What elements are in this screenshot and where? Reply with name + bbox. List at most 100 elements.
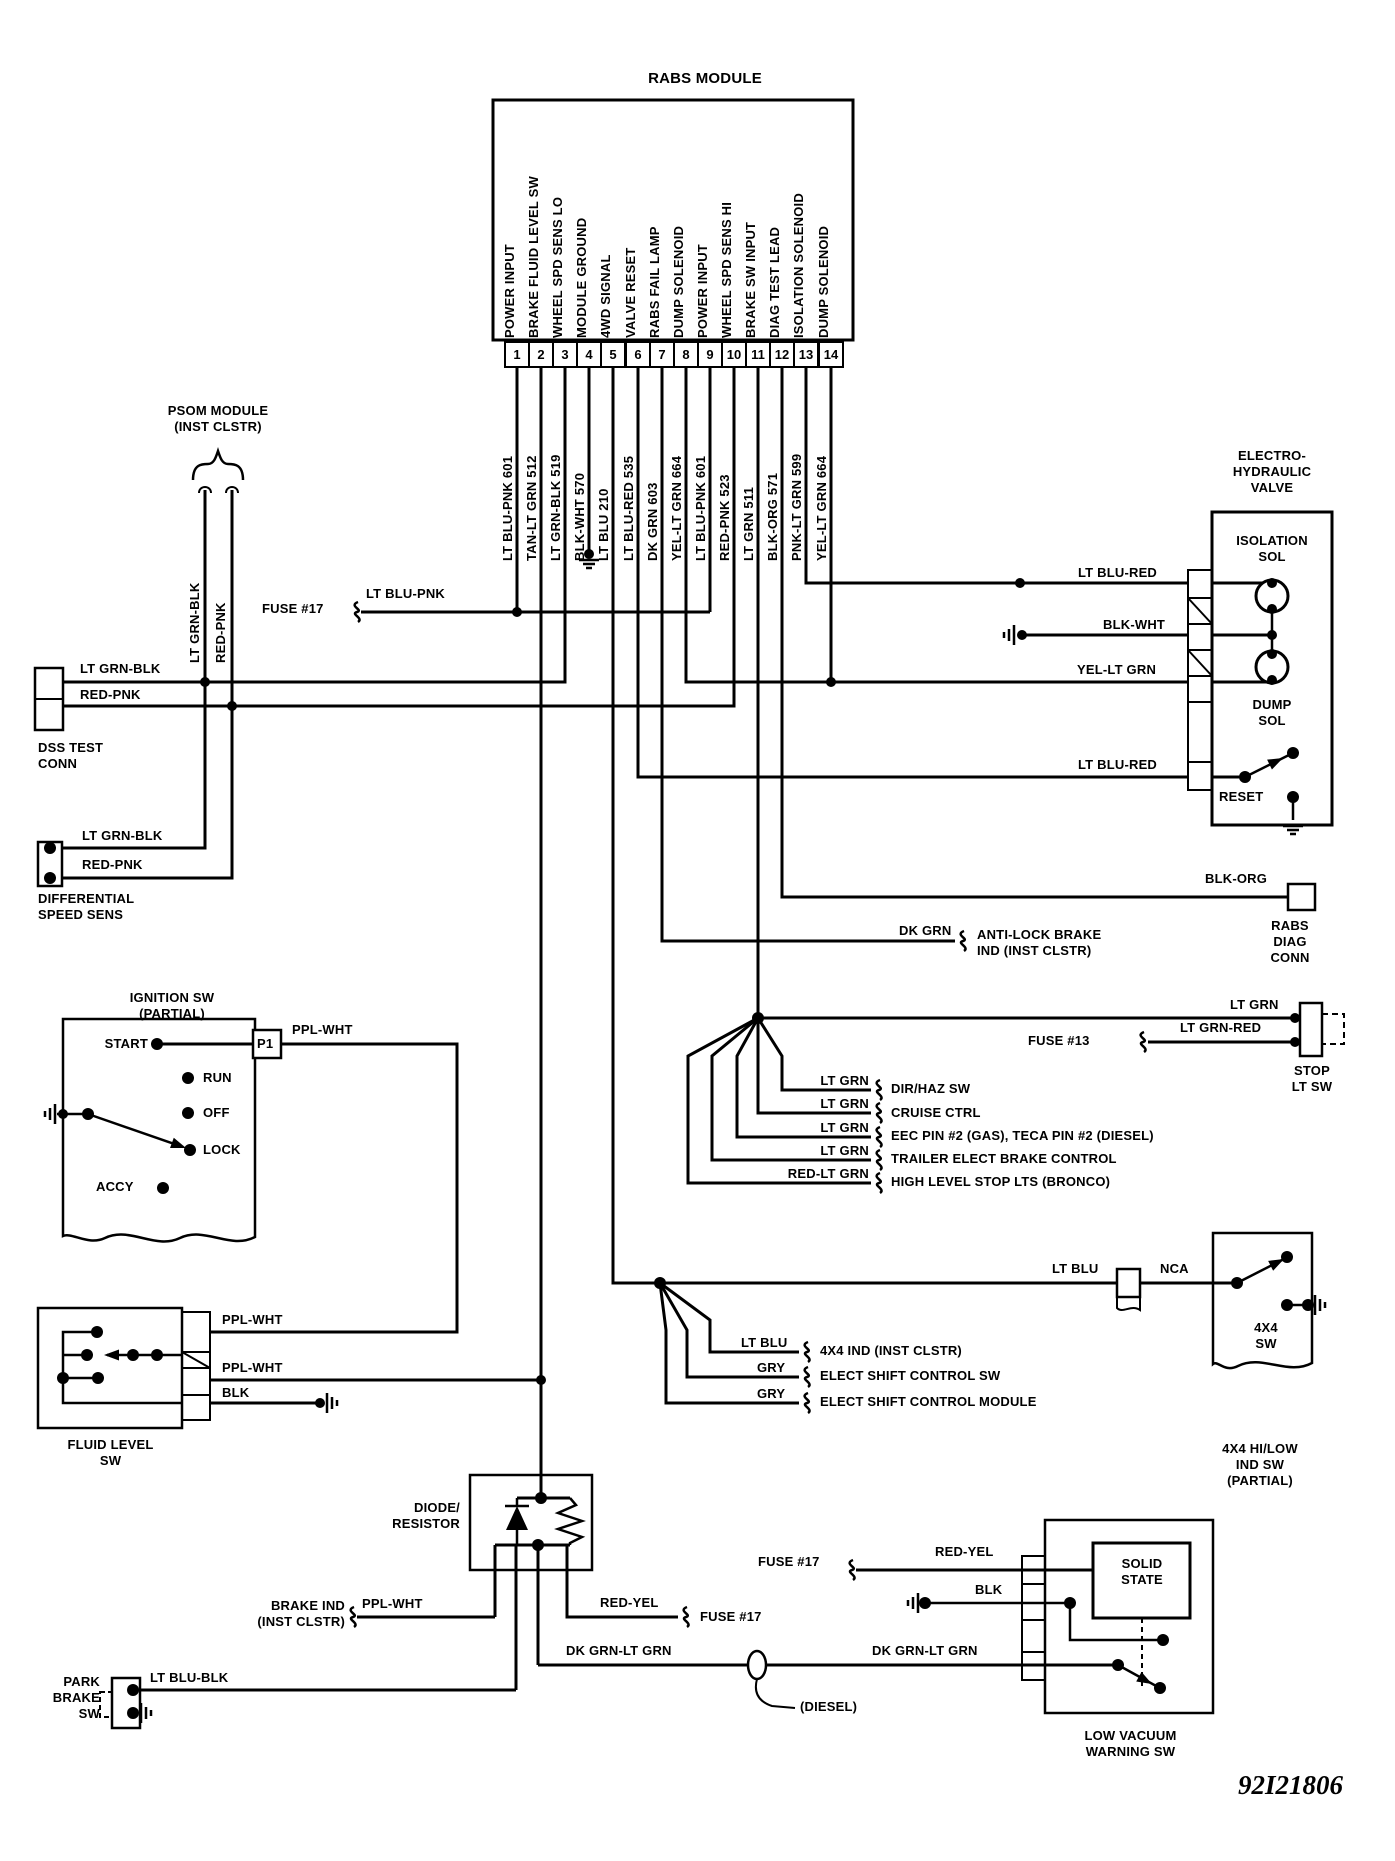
dss-wire-redpnk: RED-PNK [80, 687, 141, 702]
diesel-inline-connector [746, 1649, 768, 1681]
solid-state-label: SOLID STATE [1121, 1556, 1163, 1587]
pin-number-13: 13 [798, 347, 814, 362]
ehv-wire-ltblured-2: LT BLU-RED [1078, 757, 1158, 772]
harness-squiggles [349, 600, 1147, 1629]
pin-name-3: WHEEL SPD SENS LO [550, 196, 565, 338]
ehv-title: ELECTRO- HYDRAULIC VALVE [1232, 448, 1312, 495]
fuse17-top-wire-label: LT BLU-PNK [366, 586, 446, 601]
redyel-mid-label: RED-YEL [600, 1595, 659, 1610]
ignition-accy-label: ACCY [96, 1179, 134, 1194]
pin-number-14: 14 [823, 347, 839, 362]
pin-number-8: 8 [682, 347, 690, 362]
pin-number-12: 12 [774, 347, 790, 362]
diode-resistor-label: DIODE/ RESISTOR [392, 1500, 460, 1531]
pin-name-13: ISOLATION SOLENOID [791, 193, 806, 338]
ignition-lock-label: LOCK [203, 1142, 241, 1157]
branch-dir-haz-sw: DIR/HAZ SW [891, 1081, 971, 1096]
pin-wire-5: LT BLU 210 [596, 488, 611, 561]
pin-name-1: POWER INPUT [502, 244, 517, 338]
rabs-diag-conn-label: RABS DIAG CONN [1270, 918, 1310, 965]
wires [57, 367, 1308, 1709]
module-title: RABS MODULE [648, 70, 762, 87]
pin-name-7: RABS FAIL LAMP [647, 226, 662, 338]
pin-wire-3: LT GRN-BLK 519 [548, 454, 563, 561]
pin-name-4: MODULE GROUND [574, 217, 589, 338]
pin-name-14: DUMP SOLENOID [816, 225, 831, 338]
pin-name-12: DIAG TEST LEAD [767, 226, 782, 338]
fluid-level-sw-label: FLUID LEVEL SW [67, 1437, 154, 1468]
pin-wire-7: DK GRN 603 [645, 482, 660, 561]
branch-cruise-ctrl: CRUISE CTRL [891, 1105, 981, 1120]
pin-name-9: POWER INPUT [695, 244, 710, 338]
ignition-p1-wire-label: PPL-WHT [292, 1022, 353, 1037]
reset-label: RESET [1219, 789, 1264, 804]
4x4-hilow-ind-sw-label: 4X4 HI/LOW IND SW (PARTIAL) [1222, 1441, 1298, 1488]
isolation-sol-label: ISOLATION SOL [1236, 533, 1308, 564]
pin-number-6: 6 [634, 347, 642, 362]
fuse13-label: FUSE #13 [1028, 1033, 1090, 1048]
ignition-start-label: START [104, 1036, 148, 1051]
pin-name-2: BRAKE FLUID LEVEL SW [526, 176, 541, 338]
pin-number-4: 4 [585, 347, 593, 362]
dss-test-conn-label: DSS TEST CONN [38, 740, 104, 771]
ltblu-main-label: LT BLU [1052, 1261, 1099, 1276]
pin-wire-11: LT GRN 511 [741, 486, 756, 561]
dkgrnltgrn-label-2: DK GRN-LT GRN [872, 1643, 978, 1658]
branch-high-level-stop: HIGH LEVEL STOP LTS (BRONCO) [891, 1174, 1111, 1189]
4x4-sw-label: 4X4 SW [1254, 1320, 1278, 1351]
pin-wire-6: LT BLU-RED 535 [621, 455, 636, 561]
pin-wire-1: LT BLU-PNK 601 [500, 455, 515, 561]
ignition-p1-label: P1 [257, 1036, 274, 1051]
elect-shift-module-label: ELECT SHIFT CONTROL MODULE [820, 1394, 1037, 1409]
antilock-brake-ind-label: ANTI-LOCK BRAKE IND (INST CLSTR) [977, 927, 1102, 958]
pin-name-10: WHEEL SPD SENS HI [719, 201, 734, 338]
switch-arrows [104, 753, 1287, 1689]
elect-shift-sw-label: ELECT SHIFT CONTROL SW [820, 1368, 1001, 1383]
pin-wire-14: YEL-LT GRN 664 [814, 455, 829, 561]
pin-wire-12: BLK-ORG 571 [765, 472, 780, 561]
pin-number-5: 5 [609, 347, 617, 362]
pin-name-6: VALVE RESET [623, 247, 638, 338]
psom-wire-redpnk: RED-PNK [213, 602, 228, 663]
diesel-label: (DIESEL) [800, 1699, 858, 1714]
brake-ind-wire-label: PPL-WHT [362, 1596, 423, 1611]
fan-wire-gry1: GRY [757, 1360, 786, 1375]
pin-name-5: 4WD SIGNAL [598, 254, 613, 338]
fan-wire-ltblu: LT BLU [741, 1335, 788, 1350]
pin-wire-13: PNK-LT GRN 599 [789, 453, 804, 561]
ehv-wire-ltblured-1: LT BLU-RED [1078, 565, 1158, 580]
fuse17-top-label: FUSE #17 [262, 601, 324, 616]
pin-boxes [504, 341, 844, 368]
stop-wire-ltgrn: LT GRN [1230, 997, 1279, 1012]
pin-number-7: 7 [658, 347, 666, 362]
stop-wire-ltgrnred: LT GRN-RED [1180, 1020, 1262, 1035]
antilock-wire-label: DK GRN [899, 923, 952, 938]
pin-wire-8: YEL-LT GRN 664 [669, 455, 684, 561]
diff-wire-redpnk: RED-PNK [82, 857, 143, 872]
fluid-wire-blk: BLK [222, 1385, 250, 1400]
part-number: 92I21806 [1238, 1770, 1344, 1800]
junction-dots [44, 549, 1314, 1719]
blk-bot-label: BLK [975, 1582, 1003, 1597]
pin-wire-9: LT BLU-PNK 601 [693, 455, 708, 561]
ehv-wire-blkwht: BLK-WHT [1103, 617, 1166, 632]
brake-ind-label: BRAKE IND (INST CLSTR) [257, 1598, 345, 1629]
dss-wire-ltgrnblk: LT GRN-BLK [80, 661, 161, 676]
branch-wire-3: LT GRN [820, 1120, 869, 1135]
park-brake-wire-label: LT BLU-BLK [150, 1670, 229, 1685]
differential-speed-sens-label: DIFFERENTIAL SPEED SENS [38, 891, 135, 922]
fluid-wire-pplwht-1: PPL-WHT [222, 1312, 283, 1327]
pin-number-1: 1 [513, 347, 521, 362]
diode-symbol [506, 1506, 528, 1530]
ehv-wire-yelltgrn: YEL-LT GRN [1077, 662, 1157, 677]
pin-number-9: 9 [706, 347, 714, 362]
branch-wire-1: LT GRN [820, 1073, 869, 1088]
pin-wire-2: TAN-LT GRN 512 [524, 455, 539, 561]
branch-wire-5: RED-LT GRN [787, 1166, 869, 1181]
psom-wire-ltgrnblk: LT GRN-BLK [187, 582, 202, 663]
pin-number-11: 11 [751, 347, 765, 362]
redyel-bot-label: RED-YEL [935, 1544, 994, 1559]
stop-lt-sw-label: STOP LT SW [1291, 1063, 1333, 1094]
branch-trailer-brake: TRAILER ELECT BRAKE CONTROL [891, 1151, 1117, 1166]
